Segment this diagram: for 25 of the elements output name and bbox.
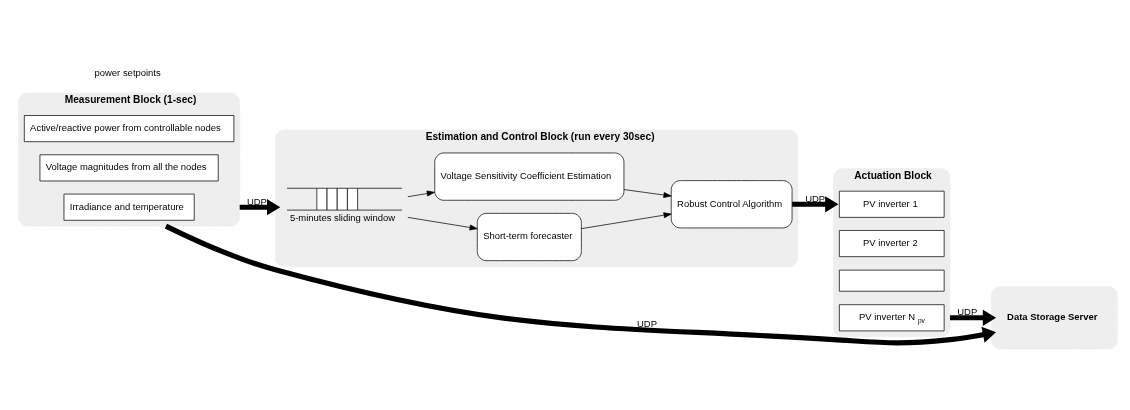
node-box: PV inverter N$_{pv}$	[839, 304, 945, 332]
node-box: Active/reactive power from controllable nodes	[23, 115, 235, 143]
edge-label: UDP	[637, 317, 658, 329]
node-box: Data Storage Server	[991, 286, 1118, 350]
node-box: Robust Control Algorithm	[670, 180, 793, 229]
arrow	[407, 217, 478, 231]
arrow	[792, 196, 839, 213]
node-box: Irradiance and temperature	[63, 193, 195, 221]
node-box: PV inverter 2	[839, 230, 945, 258]
arrow	[239, 199, 281, 216]
node-box: PV inverter 1	[839, 190, 945, 218]
arrow	[407, 190, 435, 198]
edge-label: UDP	[957, 306, 978, 318]
arrow	[164, 223, 996, 346]
node-box: Voltage magnitudes from all the nodes	[39, 154, 219, 182]
node-box: Voltage Sensitivity Coefficient Estimation	[434, 152, 625, 201]
arrow	[949, 309, 997, 326]
node-box: Short-term forecaster	[476, 213, 582, 262]
label: power setpoints	[94, 67, 161, 79]
edge-label: UDP	[805, 192, 826, 204]
node-label: 5-minutes sliding window	[289, 211, 396, 223]
edge-label: UDP	[246, 195, 267, 207]
node-box	[839, 269, 945, 292]
arrow	[581, 212, 672, 229]
arrow	[623, 189, 672, 198]
